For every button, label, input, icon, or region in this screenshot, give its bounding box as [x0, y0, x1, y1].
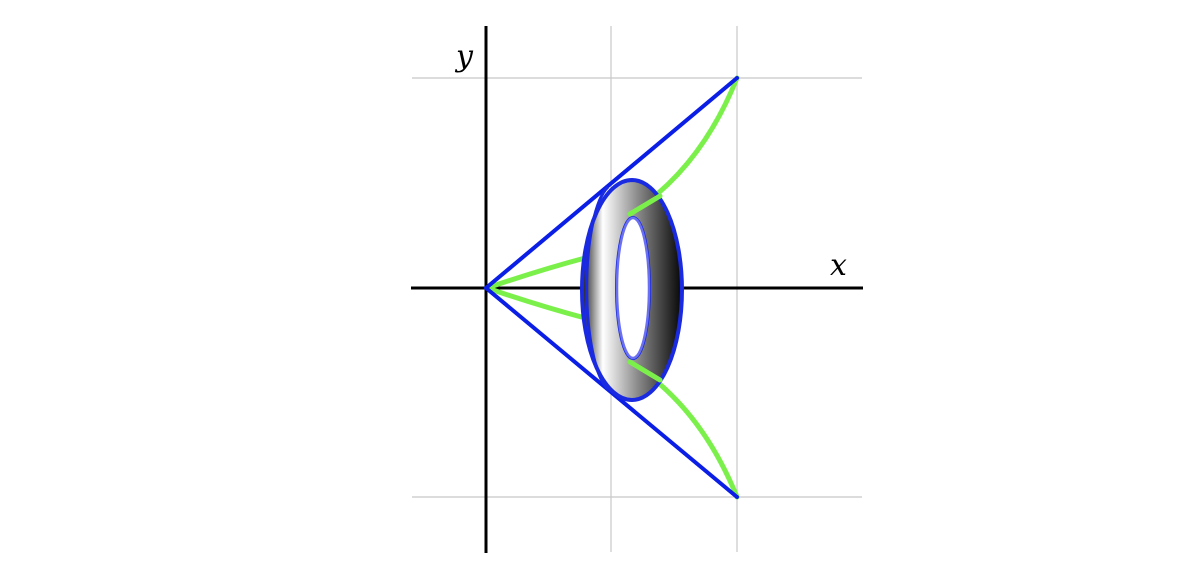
x-axis-label: x [830, 248, 847, 283]
curve-lower-left [484, 285, 588, 321]
torus-inner-hole [615, 216, 651, 360]
curve-upper-left [484, 255, 588, 291]
curve-upper-inner [627, 193, 663, 217]
cone-line-upper [484, 76, 739, 290]
green-curves-front [627, 193, 663, 383]
y-axis-label: y [454, 39, 474, 74]
torus [580, 177, 684, 403]
torus-near-rim [585, 185, 610, 391]
curve-lower-inner [627, 359, 663, 383]
